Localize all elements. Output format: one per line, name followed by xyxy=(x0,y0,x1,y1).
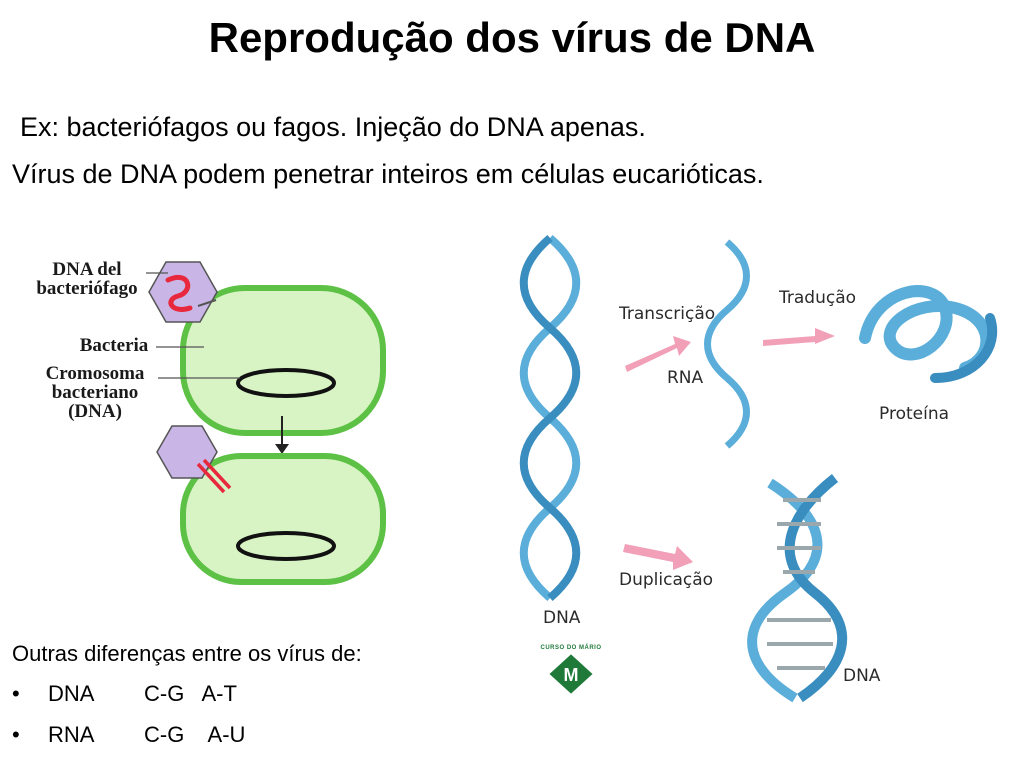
bacterial-chromosome-top xyxy=(236,368,336,398)
differences-heading: Outras diferenças entre os vírus de: xyxy=(12,641,362,666)
list-item-pairs: C-G A-U xyxy=(144,722,246,747)
central-dogma-illustration xyxy=(519,234,998,703)
dna-strand-2 xyxy=(519,234,581,602)
slide-title: Reprodução dos vírus de DNA xyxy=(208,14,816,61)
bullet: • xyxy=(12,681,20,706)
dna-copy-base-pairs xyxy=(767,498,833,670)
bacterium-cell-bottom xyxy=(180,453,386,585)
bacterial-chromosome-bottom xyxy=(236,531,336,561)
list-item-label: RNA xyxy=(48,722,95,747)
injected-dna-icon xyxy=(196,462,226,494)
label-transcription: Transcrição xyxy=(619,304,716,324)
label-translation: Tradução xyxy=(779,288,857,308)
phage-head-bottom xyxy=(156,425,218,479)
label-bacteria: Bacteria xyxy=(79,335,149,356)
translation-arrow xyxy=(763,328,835,346)
duplication-arrow xyxy=(623,544,693,570)
phage-dna-icon xyxy=(165,275,193,312)
bacterium-cell-top xyxy=(180,285,386,436)
protein-ribbon xyxy=(859,285,993,374)
list-item: • DNA C-G A-T xyxy=(12,680,237,708)
text-line-example: Ex: bacteriófagos ou fagos. Injeção do D… xyxy=(20,112,646,142)
list-item-label: DNA xyxy=(48,681,95,706)
logo-text: CURSO DO MÁRIO xyxy=(540,645,602,651)
central-dogma-figure: DNA Transcrição RNA Tradução Proteína Du… xyxy=(515,228,1024,708)
logo-letter: M xyxy=(564,665,579,685)
list-item: • RNA C-G A-U xyxy=(12,721,245,749)
phage-tail-top xyxy=(197,299,217,307)
label-dna-main: DNA xyxy=(543,608,581,628)
curso-do-mario-logo: CURSO DO MÁRIO M xyxy=(540,645,602,697)
text-line-eukaryotic: Vírus de DNA podem penetrar inteiros em … xyxy=(12,159,764,189)
rna-strand xyxy=(704,239,750,449)
label-rna: RNA xyxy=(667,368,704,388)
bacteriophage-illustration xyxy=(146,261,386,585)
bacteriophage-figure: DNA del bacteriófago Bacteria Cromosoma … xyxy=(18,240,518,590)
transcription-arrow xyxy=(625,336,691,372)
label-phage-dna: DNA del bacteriófago xyxy=(36,259,138,299)
bullet: • xyxy=(12,722,20,747)
label-bacterial-chromosome: Cromosoma bacteriano (DNA) xyxy=(45,363,145,422)
dna-copy-strand-1 xyxy=(747,478,823,703)
label-dna-copy: DNA xyxy=(843,666,881,686)
label-duplication: Duplicação xyxy=(619,570,714,590)
dna-copy-strand-2 xyxy=(784,474,848,703)
logo-badge-icon: M xyxy=(546,651,596,697)
list-item-pairs: C-G A-T xyxy=(144,681,237,706)
label-protein: Proteína xyxy=(879,404,950,424)
